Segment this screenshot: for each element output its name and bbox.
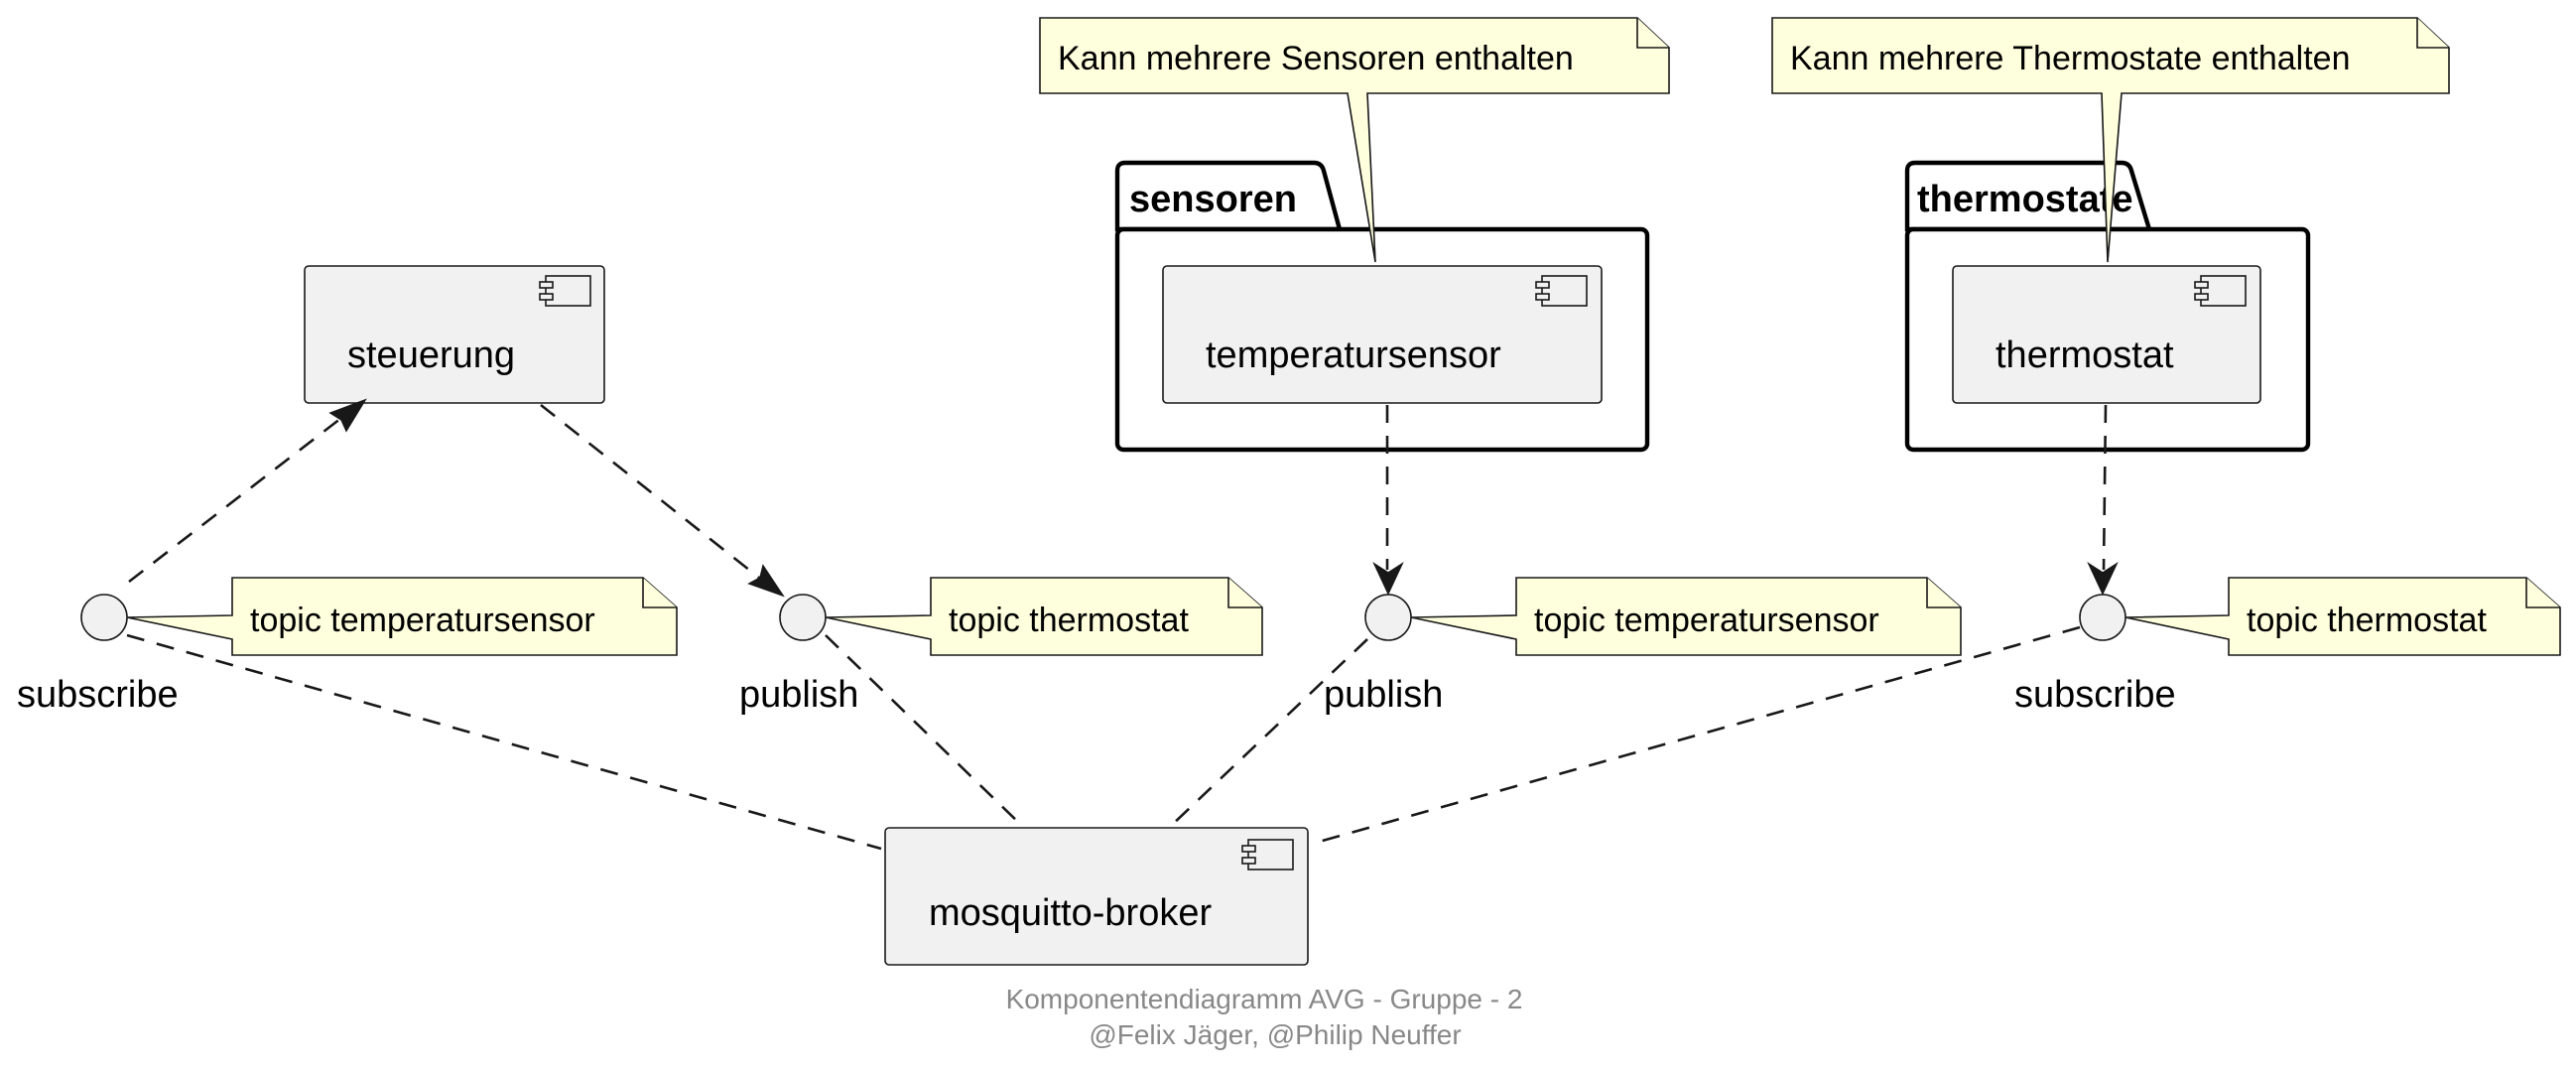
connector-subscribe-left-to-broker xyxy=(126,633,882,851)
diagram-caption: Komponentendiagramm AVG - Gruppe - 2 @Fe… xyxy=(1006,984,1523,1050)
component-icon xyxy=(539,275,591,307)
note-text-subscribe-left: topic temperatursensor xyxy=(250,602,595,639)
component-icon xyxy=(2194,275,2247,307)
note-text-publish-steuerung: topic thermostat xyxy=(949,602,1189,639)
connector-publish-steuerung-to-broker xyxy=(825,634,1023,827)
interface-subscribe-right: subscribe xyxy=(2014,594,2176,716)
component-label-thermostat: thermostat xyxy=(1996,335,2174,376)
note-sensoren: Kann mehrere Sensoren enthalten xyxy=(1039,17,1670,263)
note-text-publish-sensor: topic temperatursensor xyxy=(1534,602,1879,639)
interface-publish-steuerung: publish xyxy=(739,594,858,716)
component-temperatursensor: temperatursensor xyxy=(1162,265,1603,404)
component-thermostat: thermostat xyxy=(1952,265,2261,404)
package-label-thermostate: thermostate xyxy=(1917,179,2133,220)
component-label-mosquitto-broker: mosquitto-broker xyxy=(929,892,1212,934)
caption-line-1: Komponentendiagramm AVG - Gruppe - 2 xyxy=(1006,984,1523,1014)
connector-subscribe-left-to-steuerung xyxy=(128,398,367,584)
interface-subscribe-left: subscribe xyxy=(17,594,179,716)
note-publish-sensor: topic temperatursensor xyxy=(1410,577,1962,656)
package-label-sensoren: sensoren xyxy=(1129,179,1297,220)
interface-label-subscribe-left: subscribe xyxy=(17,674,179,716)
note-text-subscribe-right: topic thermostat xyxy=(2247,602,2487,639)
note-thermostate: Kann mehrere Thermostate enthalten xyxy=(1771,17,2450,263)
component-mosquitto-broker: mosquitto-broker xyxy=(884,827,1309,966)
component-steuerung: steuerung xyxy=(304,265,605,404)
component-icon xyxy=(1535,275,1588,307)
connector-subscribe-right-to-broker xyxy=(1311,625,2081,846)
note-subscribe-left: topic temperatursensor xyxy=(126,577,678,656)
note-subscribe-right: topic thermostat xyxy=(2125,577,2561,656)
component-icon xyxy=(1241,839,1294,871)
interface-label-subscribe-right: subscribe xyxy=(2014,674,2176,716)
connector-thermostat-to-subscribe xyxy=(2087,404,2119,596)
connector-temperatursensor-to-publish xyxy=(1372,405,1404,596)
caption-line-2: @Felix Jäger, @Philip Neuffer xyxy=(1089,1019,1461,1050)
interface-label-publish-sensor: publish xyxy=(1324,674,1443,716)
note-publish-steuerung: topic thermostat xyxy=(825,577,1263,656)
connector-steuerung-to-publish xyxy=(540,403,785,598)
component-label-temperatursensor: temperatursensor xyxy=(1206,335,1501,376)
component-label-steuerung: steuerung xyxy=(347,335,515,376)
note-text-sensoren: Kann mehrere Sensoren enthalten xyxy=(1058,40,1574,77)
interface-publish-sensor: publish xyxy=(1324,594,1443,716)
interface-label-publish-steuerung: publish xyxy=(739,674,858,716)
note-text-thermostate: Kann mehrere Thermostate enthalten xyxy=(1790,40,2351,77)
connector-publish-sensor-to-broker xyxy=(1170,638,1368,827)
